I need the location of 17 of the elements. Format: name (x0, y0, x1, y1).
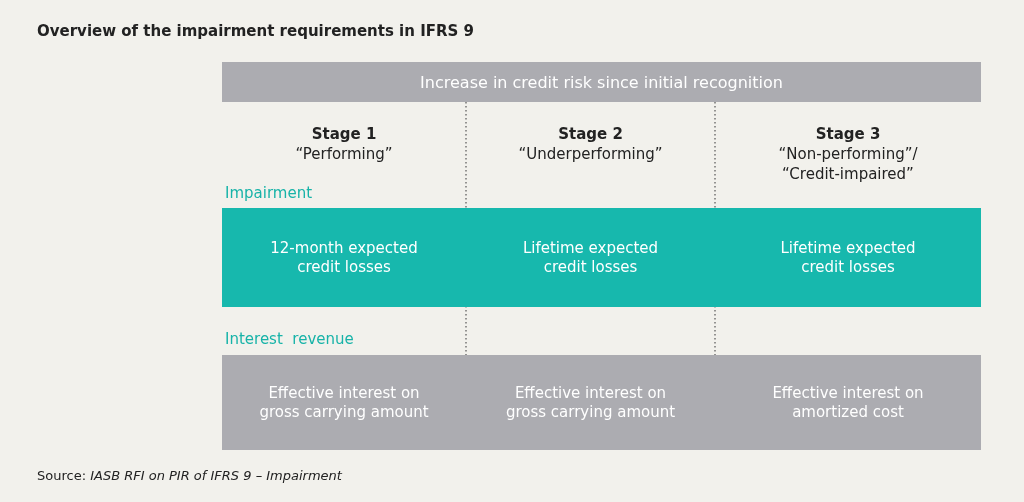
row-heading: Interest revenue (225, 329, 354, 349)
diagram-title: Overview of the impairment requirements in IFRS 9 (37, 22, 474, 40)
impairment-cell: 12-month expected credit losses (222, 208, 466, 307)
stage-heading: Stage 3 (814, 124, 882, 144)
interest-cell: Effective interest on amortized cost (715, 355, 981, 450)
source-note: Source: IASB RFI on PIR of IFRS 9 – Impairment (37, 468, 342, 483)
stage-heading: Stage 2 (557, 124, 624, 144)
impairment-cell: Lifetime expected credit losses (466, 208, 715, 307)
stage-name: “Non-performing”/ “Credit-impaired” (777, 144, 919, 184)
interest-cell: Effective interest on gross carrying amount (466, 355, 715, 450)
interest-cell: Effective interest on gross carrying amount (222, 355, 466, 450)
impairment-cell: Lifetime expected credit losses (715, 208, 981, 307)
row-heading: Impairment (225, 183, 313, 203)
stage-heading: Stage 1 (310, 124, 378, 144)
header-bar: Increase in credit risk since initial recognition (222, 62, 981, 102)
stage-name: “Underperforming” (517, 144, 664, 164)
stage-name: “Performing” (294, 144, 394, 164)
